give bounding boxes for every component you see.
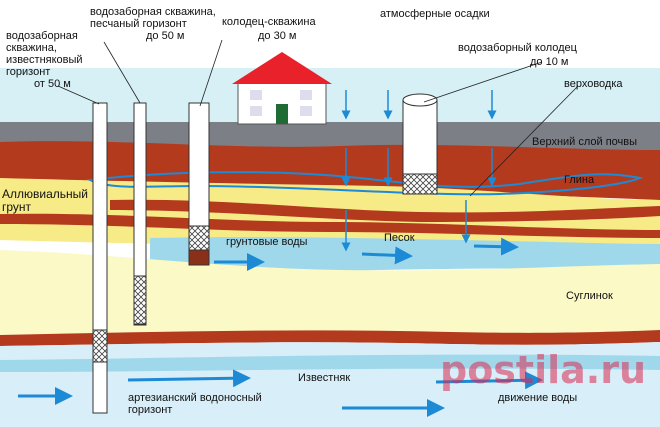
intake-well bbox=[402, 93, 438, 195]
label-artesian: артезианский водоносный горизонт bbox=[128, 392, 262, 416]
label-groundwater: грунтовые воды bbox=[226, 236, 308, 248]
label-limestone: Известняк bbox=[298, 372, 351, 384]
label-intake-well-depth: до 10 м bbox=[530, 56, 569, 68]
clay-seam bbox=[0, 213, 660, 238]
well-sand bbox=[133, 102, 147, 326]
label-flow: движение воды bbox=[498, 392, 578, 404]
watermark: postila.ru bbox=[440, 348, 647, 392]
limestone-stripe bbox=[0, 354, 660, 372]
sky-haze bbox=[0, 68, 660, 130]
label-alluvial: Аллювиальный грунт bbox=[2, 187, 88, 214]
label-precipitation: атмосферные осадки bbox=[380, 8, 490, 20]
flow-arrows bbox=[18, 237, 543, 417]
house-roof bbox=[232, 52, 332, 84]
label-topsoil: Верхний слой почвы bbox=[532, 136, 638, 148]
loam-layer bbox=[0, 250, 660, 348]
leader-lines bbox=[57, 39, 579, 197]
label-well-sand-depth: до 50 м bbox=[146, 30, 185, 42]
well-shaft bbox=[188, 102, 210, 266]
label-well-limestone-depth: от 50 м bbox=[34, 78, 71, 90]
clay-lens bbox=[110, 199, 660, 222]
perched-water-line bbox=[86, 171, 644, 196]
label-well-shaft-depth: до 30 м bbox=[258, 30, 297, 42]
label-well-limestone: водозаборная скважина, известняковый гор… bbox=[6, 30, 83, 78]
well-limestone bbox=[92, 102, 108, 414]
label-well-shaft: колодец-скважина bbox=[222, 16, 316, 28]
label-intake-well: водозаборный колодец bbox=[458, 42, 577, 54]
clay-bottom bbox=[0, 330, 660, 346]
label-perched-water: верховодка bbox=[564, 78, 623, 90]
precipitation-arrows bbox=[341, 90, 497, 252]
label-clay: Глина bbox=[564, 174, 595, 186]
label-sand: Песок bbox=[384, 232, 415, 244]
label-loam: Суглинок bbox=[566, 290, 613, 302]
house bbox=[232, 52, 332, 125]
label-well-sand: водозаборная скважина, песчаный горизонт bbox=[90, 6, 216, 30]
